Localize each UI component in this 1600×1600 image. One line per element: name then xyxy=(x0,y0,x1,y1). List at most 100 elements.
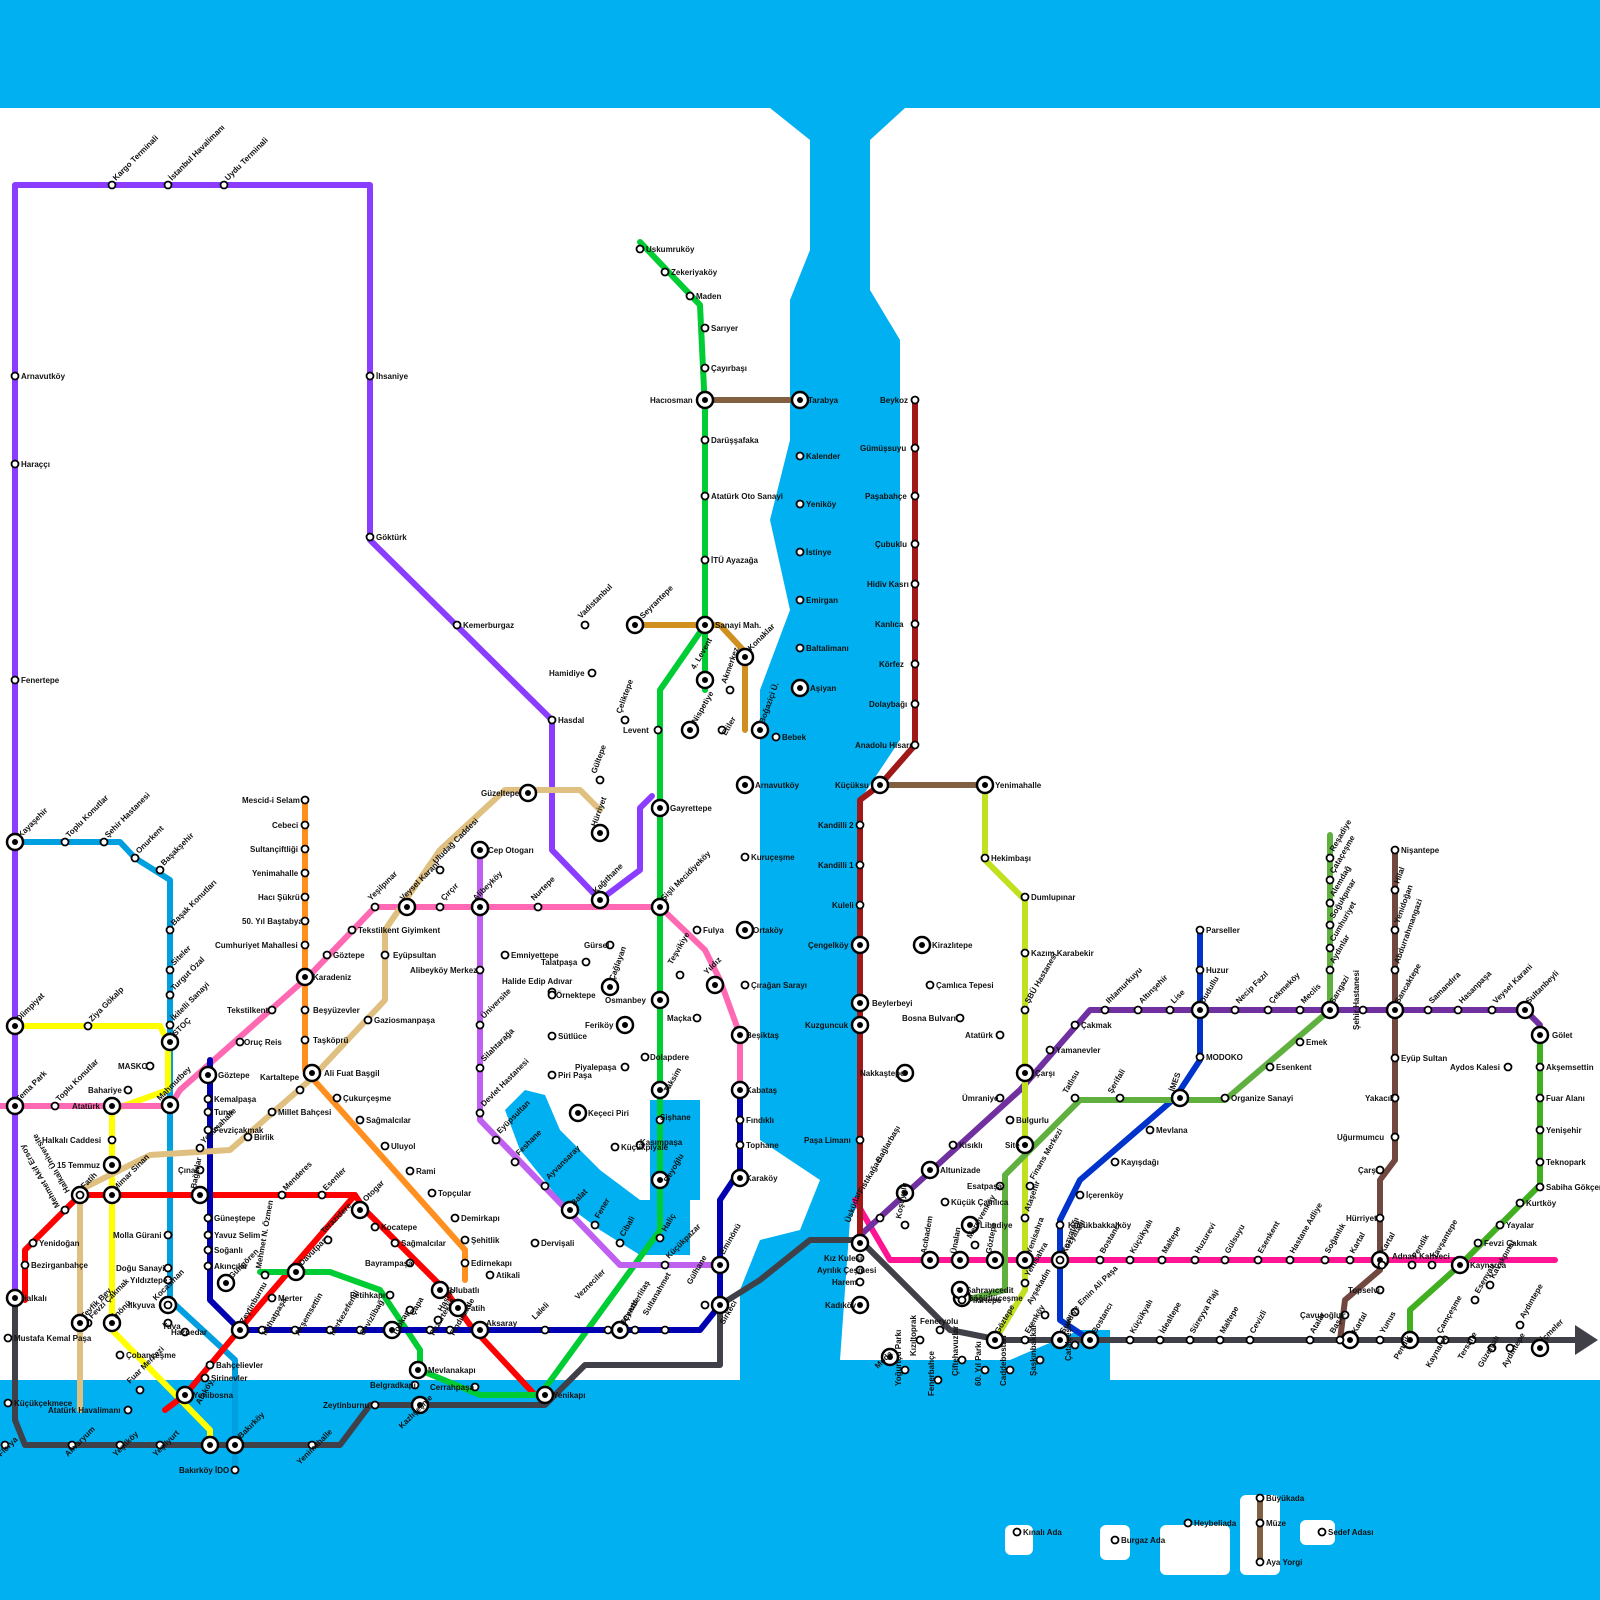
station-marker[interactable] xyxy=(1197,1054,1204,1061)
station-marker[interactable] xyxy=(324,952,331,959)
station-st088[interactable]: Bayrampaşa xyxy=(365,1259,414,1268)
station-marker[interactable] xyxy=(109,1137,116,1144)
station-st133[interactable]: Cerrahpaşa xyxy=(430,1383,479,1392)
station-st356[interactable]: Küçükyalı xyxy=(1127,1298,1155,1344)
station-st219[interactable]: İstinye xyxy=(797,548,832,557)
station-st186[interactable]: Fındıklı xyxy=(737,1116,775,1125)
station-st325[interactable]: Nişantepe xyxy=(1392,846,1440,855)
station-marker[interactable] xyxy=(857,902,864,909)
station-marker[interactable] xyxy=(1147,1127,1154,1134)
station-marker[interactable] xyxy=(1159,1257,1166,1264)
station-marker[interactable] xyxy=(1537,1184,1544,1191)
station-st081[interactable]: Kartaltepe xyxy=(260,1073,304,1094)
station-marker[interactable] xyxy=(1232,1007,1239,1014)
station-marker[interactable] xyxy=(912,445,919,452)
station-marker[interactable] xyxy=(437,867,444,874)
station-st137[interactable]: Atikali xyxy=(487,1271,521,1280)
station-marker[interactable] xyxy=(101,839,108,846)
station-st129[interactable]: Gülhane xyxy=(685,1253,709,1308)
station-st009[interactable]: Onurkent xyxy=(132,824,166,862)
station-marker[interactable] xyxy=(662,269,669,276)
station-marker[interactable] xyxy=(702,557,709,564)
station-marker[interactable] xyxy=(1337,1337,1344,1344)
station-marker[interactable] xyxy=(392,1240,399,1247)
station-st138[interactable]: Dervişali xyxy=(532,1239,575,1248)
station-marker[interactable] xyxy=(1222,1257,1229,1264)
station-st232[interactable]: Hidiv Kasrı xyxy=(867,580,919,589)
station-st344[interactable]: Pendik xyxy=(1392,1332,1418,1361)
station-st056[interactable]: Yenimahalle xyxy=(252,869,309,878)
station-marker[interactable] xyxy=(435,1317,442,1324)
station-st209[interactable]: Maden xyxy=(687,292,722,301)
station-st057[interactable]: Hacı Şükrü xyxy=(258,893,309,902)
station-st156[interactable]: Eyüpsultan xyxy=(382,951,437,960)
station-st287[interactable]: Organize Sanayi xyxy=(1222,1094,1294,1103)
station-marker[interactable] xyxy=(737,1142,744,1149)
station-marker[interactable] xyxy=(12,461,19,468)
station-marker[interactable] xyxy=(857,1137,864,1144)
station-marker[interactable] xyxy=(1487,1282,1494,1289)
station-st240[interactable]: Kuleli xyxy=(832,901,864,910)
station-marker[interactable] xyxy=(5,1400,12,1407)
station-marker[interactable] xyxy=(912,742,919,749)
station-marker[interactable] xyxy=(797,453,804,460)
station-st272[interactable]: Esatpaşa xyxy=(967,1182,1004,1191)
station-marker[interactable] xyxy=(205,1096,212,1103)
station-marker[interactable] xyxy=(1022,894,1029,901)
station-st171[interactable]: Levent xyxy=(623,726,662,735)
station-st214[interactable]: Atatürk Oto Sanayi xyxy=(702,492,784,501)
station-marker[interactable] xyxy=(972,1242,979,1249)
station-marker[interactable] xyxy=(325,1237,332,1244)
station-st065[interactable]: Çukurçeşme xyxy=(334,1094,392,1103)
station-st098[interactable]: Bağcılar xyxy=(189,1157,208,1203)
station-st285[interactable]: Huzur xyxy=(1197,966,1229,975)
station-st067[interactable]: Uluyol xyxy=(382,1142,416,1151)
station-marker[interactable] xyxy=(382,1143,389,1150)
station-marker[interactable] xyxy=(1517,1200,1524,1207)
station-marker[interactable] xyxy=(1247,1337,1254,1344)
station-marker[interactable] xyxy=(912,701,919,708)
station-marker[interactable] xyxy=(319,1192,326,1199)
line-M12[interactable] xyxy=(1410,1035,1540,1340)
station-marker[interactable] xyxy=(205,1109,212,1116)
station-st071[interactable]: Şehitlik xyxy=(462,1236,501,1245)
station-marker[interactable] xyxy=(589,670,596,677)
station-marker[interactable] xyxy=(302,822,309,829)
station-marker[interactable] xyxy=(493,1137,500,1144)
station-marker[interactable] xyxy=(477,1110,484,1117)
station-st172[interactable]: Nispetiye xyxy=(682,689,716,738)
station-st329[interactable]: Eyüp Sultan xyxy=(1392,1054,1448,1063)
station-st288[interactable]: Şerifali xyxy=(1106,1067,1127,1101)
station-marker[interactable] xyxy=(1392,967,1399,974)
station-marker[interactable] xyxy=(655,727,662,734)
station-marker[interactable] xyxy=(487,1272,494,1279)
station-st331[interactable]: Uğurmumcu xyxy=(1337,1133,1399,1142)
station-st206[interactable]: Feriköy xyxy=(585,1017,633,1033)
station-marker[interactable] xyxy=(1327,945,1334,952)
station-marker[interactable] xyxy=(157,867,164,874)
station-st310[interactable]: Yayalar xyxy=(1497,1221,1535,1230)
station-marker[interactable] xyxy=(1377,1337,1384,1344)
station-marker[interactable] xyxy=(687,293,694,300)
station-st024[interactable]: 15 Temmuz xyxy=(57,1157,120,1173)
station-st167[interactable]: Vadistanbul xyxy=(576,582,614,628)
station-st308[interactable]: Sabiha Gökçen xyxy=(1537,1183,1600,1192)
station-marker[interactable] xyxy=(62,839,69,846)
station-marker[interactable] xyxy=(1475,1240,1482,1247)
station-marker[interactable] xyxy=(117,1352,124,1359)
station-st230[interactable]: Paşabahçe xyxy=(865,492,919,501)
station-st055[interactable]: Sultançiftliği xyxy=(250,845,309,854)
station-marker[interactable] xyxy=(1327,967,1334,974)
station-marker[interactable] xyxy=(1057,1257,1064,1264)
station-marker[interactable] xyxy=(1517,1322,1524,1329)
station-marker[interactable] xyxy=(1102,1007,1109,1014)
station-marker[interactable] xyxy=(297,1087,304,1094)
station-st225[interactable]: Kuruçeşme xyxy=(742,853,796,862)
station-st001[interactable]: İstanbul Havalimanı xyxy=(165,123,227,189)
station-marker[interactable] xyxy=(367,534,374,541)
station-marker[interactable] xyxy=(1347,1257,1354,1264)
station-marker[interactable] xyxy=(1257,1559,1264,1566)
station-marker[interactable] xyxy=(857,1279,864,1286)
station-marker[interactable] xyxy=(165,182,172,189)
station-marker[interactable] xyxy=(1319,1529,1326,1536)
